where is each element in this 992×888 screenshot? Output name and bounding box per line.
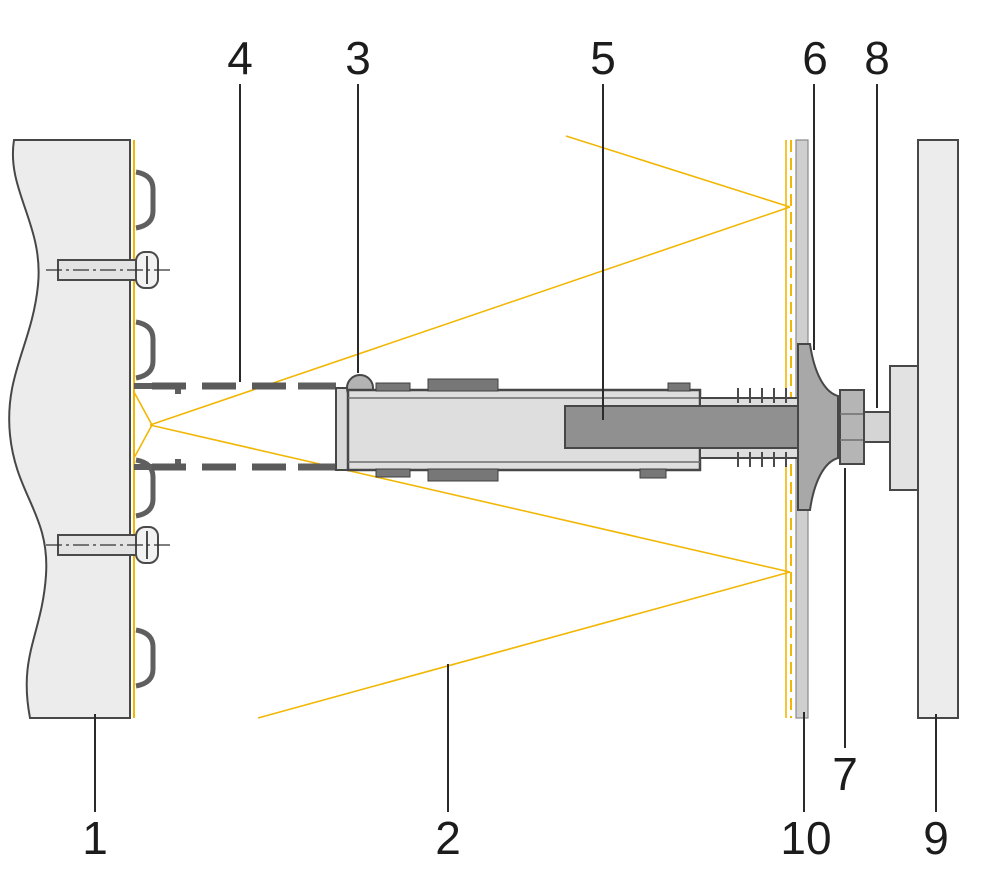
callout-label-6: 6	[802, 32, 828, 84]
tube-top-stop	[667, 382, 691, 392]
callout-label-5: 5	[590, 32, 616, 84]
lock-nut	[839, 389, 865, 465]
tube-top-tab-1	[375, 382, 411, 392]
callout-label-1: 1	[82, 812, 108, 864]
beam-origin-cone	[133, 391, 153, 459]
callout-label-8: 8	[864, 32, 890, 84]
callout-label-9: 9	[923, 812, 949, 864]
thread-ticks	[737, 388, 787, 467]
callout-label-7: 7	[832, 748, 858, 800]
tube-bottom-tab-1	[375, 468, 411, 478]
callout-label-10: 10	[780, 812, 831, 864]
tube-top-tab-2	[427, 378, 499, 392]
flared-bell	[797, 343, 839, 511]
callout-labels: 1 2 3 4 5 6 7 8 9 10	[82, 32, 949, 864]
callout-label-4: 4	[227, 32, 253, 84]
clamp-collar	[298, 382, 351, 471]
callout-leaders	[94, 84, 937, 812]
spindle-stem	[863, 411, 891, 443]
telescopic-assembly	[152, 343, 919, 511]
callout-label-3: 3	[345, 32, 371, 84]
outer-wall	[8, 139, 135, 719]
cut-to-length-dashes	[152, 382, 330, 471]
wall-mounting-clips	[134, 172, 181, 686]
tube-bottom-stop	[639, 468, 667, 479]
right-panel	[917, 139, 959, 719]
tube-bottom-tab-2	[427, 468, 499, 482]
callout-label-2: 2	[435, 812, 461, 864]
mounting-foot	[889, 365, 919, 491]
